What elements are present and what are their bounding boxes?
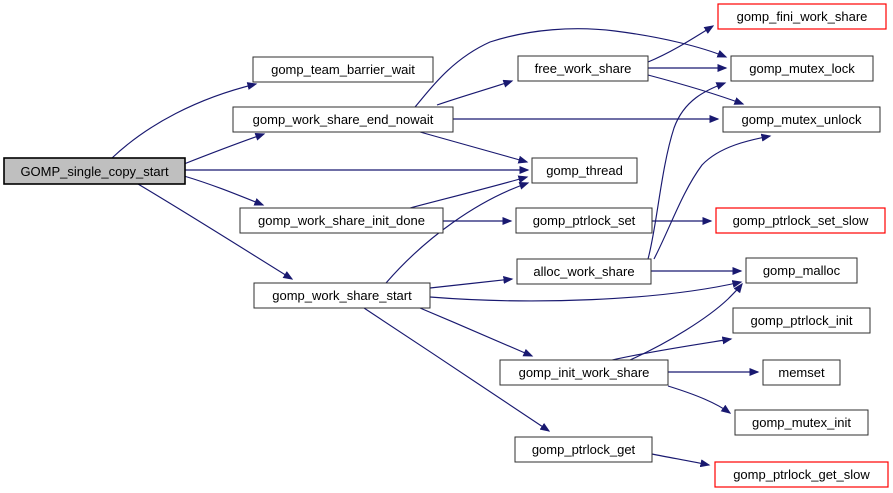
edge-gomp_work_share_start-to-gomp_malloc <box>429 280 743 302</box>
edge-gomp_init_work_share-to-gomp_mutex_init <box>667 385 732 414</box>
node-label: gomp_mutex_lock <box>749 61 855 76</box>
edge-layer <box>111 25 772 468</box>
node-gomp_work_share_start[interactable]: gomp_work_share_start <box>253 282 431 309</box>
edge-gomp_work_share_start-to-alloc_work_share <box>429 275 514 289</box>
node-gomp_mutex_init[interactable]: gomp_mutex_init <box>734 409 869 436</box>
node-label: GOMP_single_copy_start <box>20 164 169 179</box>
node-box <box>514 436 653 463</box>
node-box <box>714 461 889 488</box>
node-label: gomp_fini_work_share <box>737 9 868 24</box>
node-gomp_malloc[interactable]: gomp_malloc <box>745 257 858 284</box>
edge-alloc_work_share-to-gomp_mutex_lock <box>647 82 727 260</box>
node-label: gomp_thread <box>546 163 623 178</box>
edge-alloc_work_share-to-gomp_mutex_unlock <box>653 133 772 260</box>
node-box <box>730 55 874 82</box>
node-label: gomp_ptrlock_set_slow <box>733 213 869 228</box>
edge-GOMP_single_copy_start-to-gomp_work_share_init_done <box>183 175 265 206</box>
edge-gomp_work_share_start-to-gomp_init_work_share <box>419 307 534 357</box>
node-memset[interactable]: memset <box>762 359 841 386</box>
node-label: gomp_work_share_end_nowait <box>253 112 434 127</box>
node-box <box>531 157 638 184</box>
node-gomp_ptrlock_get[interactable]: gomp_ptrlock_get <box>514 436 653 463</box>
edge-GOMP_single_copy_start-to-gomp_work_share_end_nowait <box>183 133 266 165</box>
edge-free_work_share-to-gomp_fini_work_share <box>647 25 715 63</box>
edge-gomp_work_share_end_nowait-to-gomp_mutex_lock <box>414 28 728 108</box>
node-box <box>515 207 653 234</box>
node-label: gomp_malloc <box>763 263 841 278</box>
node-label: gomp_mutex_unlock <box>742 112 862 127</box>
node-label: gomp_work_share_start <box>272 288 412 303</box>
edge-gomp_work_share_end_nowait-to-free_work_share <box>436 79 514 106</box>
node-box <box>517 55 649 82</box>
node-gomp_ptrlock_init[interactable]: gomp_ptrlock_init <box>732 307 871 334</box>
node-gomp_mutex_lock[interactable]: gomp_mutex_lock <box>730 55 874 82</box>
edge-gomp_work_share_start-to-gomp_ptrlock_get <box>363 307 551 432</box>
node-alloc_work_share[interactable]: alloc_work_share <box>516 258 652 285</box>
edge-gomp_init_work_share-to-gomp_malloc <box>629 282 743 361</box>
node-label: free_work_share <box>535 61 632 76</box>
node-GOMP_single_copy_start[interactable]: GOMP_single_copy_start <box>3 157 186 185</box>
node-gomp_team_barrier_wait[interactable]: gomp_team_barrier_wait <box>252 56 434 83</box>
node-box <box>252 56 434 83</box>
node-box <box>722 106 881 133</box>
node-label: gomp_ptrlock_init <box>751 313 853 328</box>
node-box <box>253 282 431 309</box>
node-box <box>239 207 444 234</box>
node-box <box>232 106 454 133</box>
node-layer: GOMP_single_copy_start gomp_team_barrier… <box>3 3 889 488</box>
node-box <box>732 307 871 334</box>
node-gomp_thread[interactable]: gomp_thread <box>531 157 638 184</box>
node-box <box>516 258 652 285</box>
node-label: alloc_work_share <box>533 264 634 279</box>
node-gomp_ptrlock_get_slow[interactable]: gomp_ptrlock_get_slow <box>714 461 889 488</box>
node-label: gomp_ptrlock_get_slow <box>733 467 870 482</box>
node-label: memset <box>778 365 825 380</box>
node-gomp_fini_work_share[interactable]: gomp_fini_work_share <box>717 3 887 30</box>
node-box <box>745 257 858 284</box>
node-gomp_ptrlock_set_slow[interactable]: gomp_ptrlock_set_slow <box>715 207 886 234</box>
node-gomp_work_share_end_nowait[interactable]: gomp_work_share_end_nowait <box>232 106 454 133</box>
edge-gomp_work_share_start-to-gomp_thread <box>385 181 530 284</box>
node-free_work_share[interactable]: free_work_share <box>517 55 649 82</box>
node-gomp_mutex_unlock[interactable]: gomp_mutex_unlock <box>722 106 881 133</box>
node-box <box>499 359 669 386</box>
node-box <box>734 409 869 436</box>
edge-free_work_share-to-gomp_mutex_unlock <box>647 74 745 105</box>
edge-GOMP_single_copy_start-to-gomp_team_barrier_wait <box>111 82 258 159</box>
node-box <box>762 359 841 386</box>
node-box <box>715 207 886 234</box>
node-box <box>3 157 186 185</box>
edge-gomp_ptrlock_get-to-gomp_ptrlock_get_slow <box>651 453 711 468</box>
edge-gomp_init_work_share-to-gomp_ptrlock_init <box>611 336 733 361</box>
node-label: gomp_ptrlock_set <box>533 213 636 228</box>
node-gomp_work_share_init_done[interactable]: gomp_work_share_init_done <box>239 207 444 234</box>
edge-GOMP_single_copy_start-to-gomp_work_share_start <box>137 183 294 280</box>
node-gomp_ptrlock_set[interactable]: gomp_ptrlock_set <box>515 207 653 234</box>
edge-gomp_work_share_end_nowait-to-gomp_thread <box>419 131 529 164</box>
node-label: gomp_work_share_init_done <box>258 213 425 228</box>
node-label: gomp_ptrlock_get <box>532 442 636 457</box>
node-gomp_init_work_share[interactable]: gomp_init_work_share <box>499 359 669 386</box>
node-label: gomp_mutex_init <box>752 415 851 430</box>
node-box <box>717 3 887 30</box>
edge-gomp_work_share_init_done-to-gomp_thread <box>409 175 529 209</box>
node-label: gomp_init_work_share <box>519 365 650 380</box>
node-label: gomp_team_barrier_wait <box>271 62 415 77</box>
